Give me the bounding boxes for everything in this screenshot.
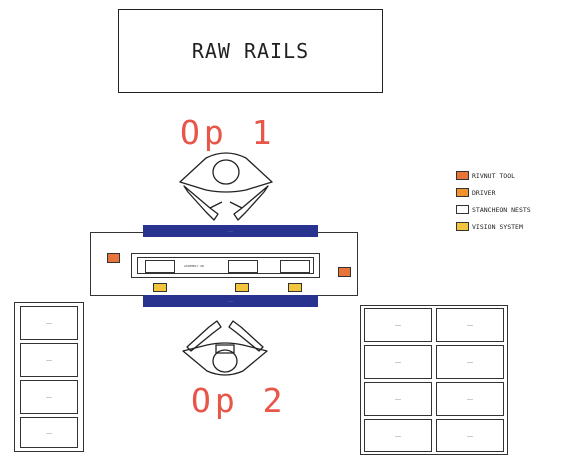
- operator-1-label: Op 1: [180, 113, 276, 152]
- operator-2-label: Op 2: [191, 381, 287, 420]
- left-rack-cell: ———: [20, 343, 78, 377]
- operator-1-figure-icon: [179, 152, 273, 221]
- vision-system-3: [288, 283, 302, 292]
- legend-swatch: [456, 171, 469, 180]
- right-rack-cell: ———: [364, 308, 432, 342]
- left-rack-cell: ———: [20, 306, 78, 340]
- right-rack-cell: ———: [364, 345, 432, 379]
- right-rack-cell: ———: [436, 345, 504, 379]
- rivnut-tool-right: [338, 267, 351, 277]
- fixture-pocket-right: [280, 260, 310, 273]
- fixture-pocket-left: [145, 260, 175, 273]
- legend-swatch: [456, 188, 469, 197]
- legend-label: VISION SYSTEM: [472, 222, 523, 231]
- legend-label: STANCHEON NESTS: [472, 205, 531, 214]
- vision-system-2: [235, 283, 249, 292]
- cell-label: ———: [46, 358, 52, 362]
- legend-swatch: [456, 222, 469, 231]
- raw-rails-area: RAW RAILS: [118, 9, 383, 93]
- fixture-inner: [137, 257, 314, 274]
- vision-system-1: [153, 283, 167, 292]
- right-rack-cell: ———: [364, 419, 432, 452]
- rivnut-tool-left: [107, 253, 120, 263]
- cell-label: ———: [395, 397, 401, 401]
- legend-item-rivnut-tool: RIVNUT TOOL: [456, 168, 531, 183]
- left-rack-cell: ———: [20, 417, 78, 448]
- legend-item-vision-system: VISION SYSTEM: [456, 219, 531, 234]
- operator-2-figure-icon: [182, 320, 268, 376]
- cell-label: ———: [46, 321, 52, 325]
- cell-label: ———: [46, 395, 52, 399]
- cell-label: ———: [467, 433, 473, 438]
- cell-label: ———: [395, 323, 401, 327]
- cell-label: ———: [46, 430, 52, 435]
- cell-label: ———: [467, 323, 473, 327]
- cell-label: ———: [395, 433, 401, 438]
- legend-swatch: [456, 205, 469, 214]
- left-rack-cell: ———: [20, 380, 78, 414]
- right-rack-cell: ———: [436, 308, 504, 342]
- fixture-label: ASSEMBLY AB: [184, 264, 204, 268]
- legend-label: DRIVER: [472, 188, 496, 197]
- legend: RIVNUT TOOL DRIVER STANCHEON NESTS VISIO…: [456, 168, 531, 236]
- fixture-outer: [131, 253, 320, 278]
- top-conveyor-bar: ———: [143, 225, 318, 237]
- legend-label: RIVNUT TOOL: [472, 171, 516, 180]
- bottom-conveyor-label: ———: [227, 299, 234, 303]
- top-conveyor-label: ———: [227, 229, 234, 233]
- raw-rails-label: RAW RAILS: [191, 39, 310, 63]
- cell-label: ———: [467, 360, 473, 364]
- right-rack-cell: ———: [364, 382, 432, 416]
- bottom-conveyor-bar: ———: [143, 295, 318, 307]
- cell-label: ———: [467, 397, 473, 401]
- right-rack-cell: ———: [436, 382, 504, 416]
- legend-item-driver: DRIVER: [456, 185, 531, 200]
- right-rack-cell: ———: [436, 419, 504, 452]
- fixture-pocket-middle: [228, 260, 258, 273]
- legend-item-stancheon-nests: STANCHEON NESTS: [456, 202, 531, 217]
- cell-label: ———: [395, 360, 401, 364]
